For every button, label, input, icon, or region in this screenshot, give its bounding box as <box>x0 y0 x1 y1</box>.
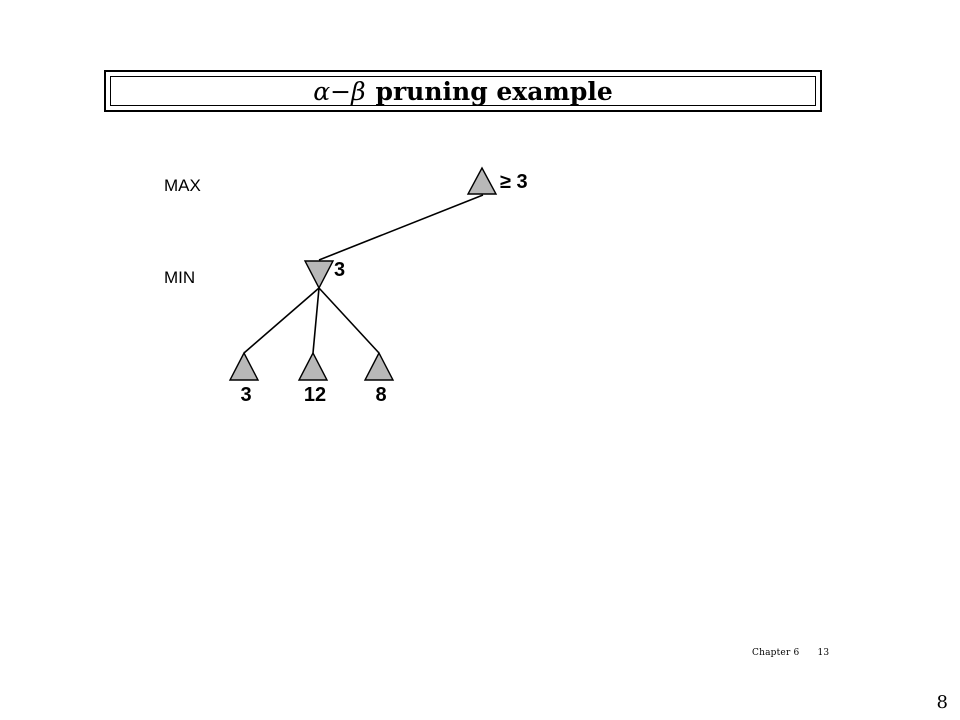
max-level-label: MAX <box>164 176 201 195</box>
page-number: 8 <box>936 692 948 713</box>
title-words: pruning example <box>375 76 613 106</box>
edge-min-leaf-1 <box>243 287 320 354</box>
leaf-node-2 <box>297 351 329 381</box>
leaf-node-3 <box>363 351 395 381</box>
root-value-label: ≥ 3 <box>500 171 528 193</box>
leaf-value-2: 12 <box>304 384 326 406</box>
leaf-value-1: 3 <box>240 384 251 406</box>
leaf-value-3: 8 <box>375 384 386 406</box>
max-root-node <box>466 166 498 195</box>
min-node <box>303 260 335 290</box>
slide-title: α−β pruning example <box>106 72 820 110</box>
min-level-label: MIN <box>164 268 196 287</box>
slide-footer: Chapter 6 13 <box>752 648 829 658</box>
title-inner-border <box>110 76 816 106</box>
edge-min-leaf-3 <box>318 287 380 354</box>
footer-slide-number: 13 <box>817 648 830 658</box>
title-frame: α−β pruning example <box>104 70 822 112</box>
title-greek: α−β <box>313 76 366 106</box>
footer-chapter: Chapter 6 <box>752 648 800 658</box>
min-value-label: 3 <box>334 259 345 281</box>
edge-root-min <box>318 194 484 261</box>
edge-min-leaf-2 <box>312 287 320 354</box>
leaf-node-1 <box>228 351 260 381</box>
